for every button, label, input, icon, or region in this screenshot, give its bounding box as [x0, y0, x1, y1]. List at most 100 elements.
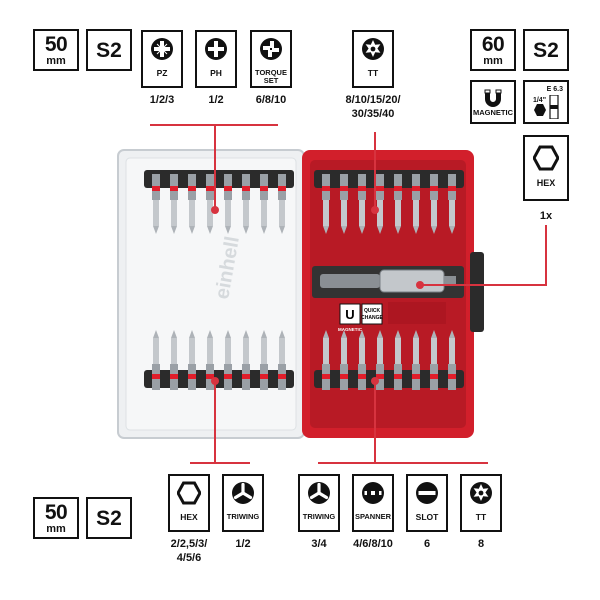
lid-bottom-bit-row: [144, 330, 294, 390]
bit: [206, 174, 214, 234]
bit: [394, 174, 402, 234]
length-badge-top-right: 60 mm: [470, 29, 516, 71]
bit: [242, 174, 250, 234]
bit: [170, 330, 178, 390]
connector-line-bottom-right-horizontal: [318, 462, 488, 464]
bit: [188, 174, 196, 234]
slot-icon: [415, 476, 439, 510]
bit-type-tile-bottom-4: SLOT: [406, 474, 448, 532]
bit: [412, 330, 420, 390]
bit: [376, 330, 384, 390]
connector-line-bottom-right-vertical: [374, 380, 376, 462]
connector-line-bottom-left-vertical: [214, 380, 216, 462]
torque-set-icon: [259, 32, 283, 66]
bit: [340, 330, 348, 390]
connector-dot: [371, 206, 379, 214]
insert-labels: U MAGNETIC QUICK CHANGE: [338, 302, 446, 332]
steel-badge-bottom-left: S2: [86, 497, 132, 539]
bit: [170, 174, 178, 234]
bit-type-tile-top-3: TT: [352, 30, 394, 88]
bit-type-label: TT: [367, 68, 379, 78]
length-badge-top-left: 50 mm: [33, 29, 79, 71]
bit-sizes-label: 1/2/3: [149, 94, 175, 106]
bit: [376, 174, 384, 234]
bit: [394, 330, 402, 390]
bit-sizes-label: 8/10/15/20/ 30/35/40: [345, 94, 401, 120]
connector-line-bottom-left-horizontal: [190, 462, 250, 464]
bit-type-tile-bottom-5: TT: [460, 474, 502, 532]
bit-type-label: SLOT: [415, 512, 439, 522]
svg-text:CHANGE: CHANGE: [361, 315, 383, 321]
bit-sizes-label: 8: [477, 538, 485, 550]
bit-type-label: PH: [210, 68, 222, 78]
bit-sizes-label: 1/2: [208, 94, 224, 106]
connector-line-hex-holder-vertical: [545, 225, 547, 285]
bit-sizes-label: 3/4: [311, 538, 327, 550]
bit: [322, 330, 330, 390]
bit: [206, 330, 214, 390]
magnetic-holder: [320, 269, 456, 293]
bit: [152, 330, 160, 390]
svg-text:QUICK: QUICK: [364, 308, 381, 314]
bit-type-tile-top-0: PZ: [141, 30, 183, 88]
connector-line-tt-vertical: [374, 132, 376, 210]
bit: [412, 174, 420, 234]
bit: [224, 174, 232, 234]
magnetic-badge: MAGNETIC: [470, 80, 516, 124]
bit-sizes-label: 1/2: [235, 538, 251, 550]
bit-shank-icon: [549, 94, 559, 119]
bit-type-tile-top-1: PH: [195, 30, 237, 88]
pozidriv-icon: [150, 32, 174, 66]
clear-lid: einhell: [117, 149, 305, 439]
bit: [448, 330, 456, 390]
svg-text:U: U: [345, 307, 354, 322]
hex-holder-count: 1x: [539, 210, 553, 222]
bit: [358, 330, 366, 390]
bit: [224, 330, 232, 390]
triwing-icon: [231, 476, 255, 510]
bit-type-label: HEX: [180, 512, 198, 522]
bit-type-label: TRIWING: [302, 512, 336, 521]
triwing-icon: [307, 476, 331, 510]
torx-tamper-icon: [469, 476, 493, 510]
bit: [152, 174, 160, 234]
bit: [448, 174, 456, 234]
bit: [430, 174, 438, 234]
spanner-icon: [361, 476, 385, 510]
steel-badge-top-left: S2: [86, 29, 132, 71]
bit: [430, 330, 438, 390]
hex-icon: [176, 476, 202, 510]
connector-dot: [416, 281, 424, 289]
bit-sizes-label: 4/6/8/10: [353, 538, 393, 550]
bit-type-label: TORQUE SET: [255, 68, 287, 85]
base-bottom-bit-row: [314, 330, 464, 390]
bit: [322, 174, 330, 234]
bit: [278, 174, 286, 234]
holder-spec-text: E 6.3: [546, 85, 563, 93]
bits-layer: [144, 170, 464, 390]
bit-type-tile-bottom-3: SPANNER: [352, 474, 394, 532]
bit: [340, 174, 348, 234]
bit-type-tile-bottom-1: TRIWING: [222, 474, 264, 532]
svg-text:MAGNETIC: MAGNETIC: [338, 327, 363, 332]
connector-line-hex-holder-horizontal: [420, 284, 547, 286]
bit-type-label: PZ: [156, 68, 168, 78]
bit-type-label: TT: [475, 512, 487, 522]
bit-type-tile-top-2: TORQUE SET: [250, 30, 292, 88]
bit: [278, 330, 286, 390]
bit: [260, 330, 268, 390]
hex-icon: [533, 104, 546, 116]
connector-dot: [211, 377, 219, 385]
bit-type-label: TRIWING: [226, 512, 260, 521]
connector-line-top-left-vertical: [214, 124, 216, 210]
bit: [188, 330, 196, 390]
magnet-icon: [484, 89, 502, 107]
holder-spec-badge: E 6.3 1/4": [523, 80, 569, 124]
bit-sizes-label: 6: [423, 538, 431, 550]
torx-tamper-icon: [361, 32, 385, 66]
bit: [242, 330, 250, 390]
bit-type-tile-bottom-0: HEX: [168, 474, 210, 532]
connector-dot: [211, 206, 219, 214]
bit: [358, 174, 366, 234]
holder-hex-size: 1/4": [532, 97, 547, 104]
